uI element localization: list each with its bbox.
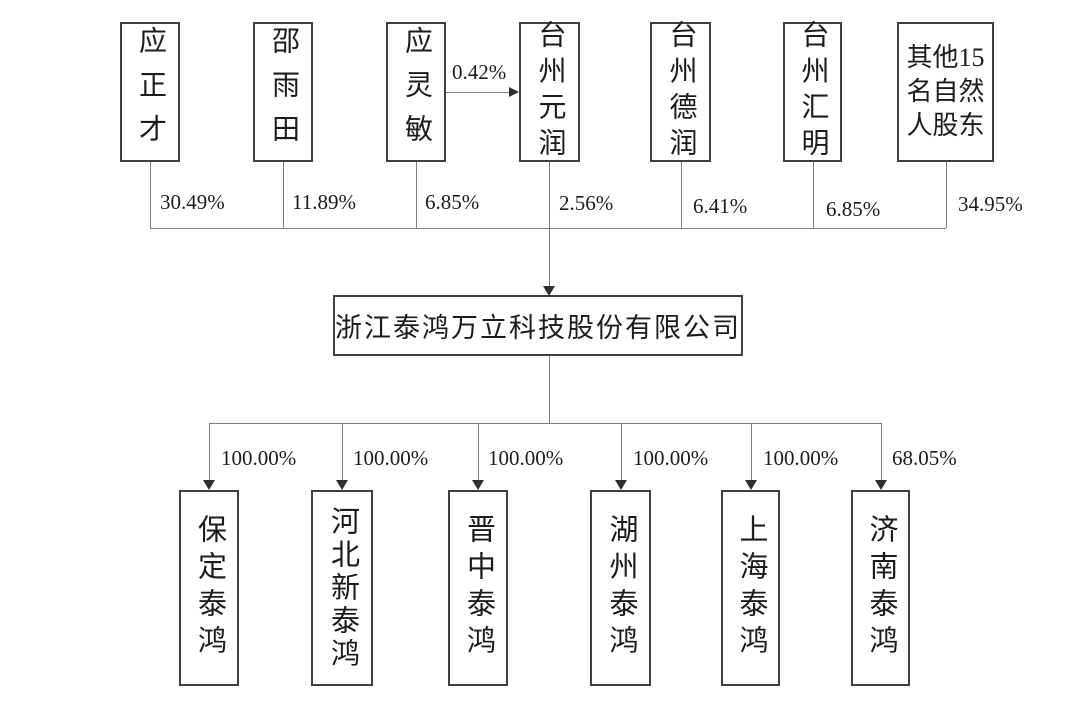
subsidiary-name: 河北新泰鸿 [326, 505, 359, 671]
subsidiary-pct-5: 100.00% [763, 446, 839, 470]
arrowhead-down-icon [615, 480, 627, 490]
subsidiary-drop-4 [621, 423, 622, 480]
ownership-pct-7: 34.95% [958, 192, 1023, 216]
shareholder-box-taizhouderun: 台州德润 [650, 20, 711, 164]
arrowhead-down-icon [875, 480, 887, 490]
shareholder-bus-line [150, 228, 946, 229]
subsidiary-box-baoding-taihong: 保定泰鸿 [179, 490, 239, 686]
subsidiary-box-jinzhong-taihong: 晋中泰鸿 [448, 490, 508, 686]
arrowhead-down-icon [472, 480, 484, 490]
shareholder-box-taizhouhuiming: 台州汇明 [783, 20, 842, 164]
connector-stub-6 [813, 162, 814, 228]
shareholder-name: 台州元润 [534, 20, 566, 164]
subsidiary-box-jinan-taihong: 济南泰鸿 [851, 490, 910, 686]
shareholder-box-yinglingmin: 应灵敏 [386, 22, 446, 162]
subsidiary-pct-1: 100.00% [221, 446, 297, 470]
transfer-arrow-line [446, 92, 510, 93]
shareholder-box-yingzhengcai: 应正才 [120, 22, 180, 162]
shareholder-name: 应灵敏 [401, 26, 432, 158]
ownership-pct-2: 11.89% [292, 190, 356, 214]
connector-stub-7 [946, 162, 947, 228]
subsidiary-box-shanghai-taihong: 上海泰鸿 [721, 490, 780, 686]
arrowhead-down-icon [543, 286, 555, 296]
subsidiary-name: 济南泰鸿 [865, 514, 897, 662]
subsidiary-pct-3: 100.00% [488, 446, 564, 470]
arrowhead-down-icon [203, 480, 215, 490]
subsidiary-pct-4: 100.00% [633, 446, 709, 470]
subsidiary-name: 湖州泰鸿 [605, 514, 637, 662]
subsidiary-drop-5 [751, 423, 752, 480]
shareholder-box-other-15-persons: 其他15名自然人股东 [897, 22, 994, 162]
arrowhead-down-icon [745, 480, 757, 490]
shareholder-name: 台州汇明 [797, 20, 829, 164]
shareholder-name: 其他15名自然人股东 [906, 42, 985, 141]
subsidiary-name: 上海泰鸿 [735, 514, 767, 662]
subsidiary-bus-line [209, 423, 881, 424]
subsidiary-drop-6 [881, 423, 882, 480]
connector-stub-1 [150, 162, 151, 228]
shareholder-name: 邵雨田 [268, 26, 299, 158]
connector-stub-2 [283, 162, 284, 228]
subsidiary-drop-2 [342, 423, 343, 480]
arrowhead-down-icon [336, 480, 348, 490]
connector-stub-3 [416, 162, 417, 228]
subsidiary-pct-2: 100.00% [353, 446, 429, 470]
subsidiary-drop-3 [478, 423, 479, 480]
subsidiary-box-hebei-xintaihong: 河北新泰鸿 [311, 490, 373, 686]
ownership-pct-5: 6.41% [693, 194, 748, 218]
company-box: 浙江泰鸿万立科技股份有限公司 [333, 295, 743, 356]
shareholder-name: 台州德润 [665, 20, 697, 164]
subsidiary-name: 晋中泰鸿 [462, 514, 495, 662]
subsidiary-name: 保定泰鸿 [193, 514, 226, 662]
connector-stub-5 [681, 162, 682, 228]
shareholder-box-taizhouyuanrun: 台州元润 [519, 20, 580, 164]
ownership-pct-4: 2.56% [559, 191, 614, 215]
arrowhead-right-icon [509, 87, 519, 97]
subsidiary-pct-6: 68.05% [892, 446, 957, 470]
subsidiary-drop-1 [209, 423, 210, 480]
shareholder-box-shaoyutian: 邵雨田 [253, 22, 313, 162]
transfer-pct-label: 0.42% [452, 60, 507, 84]
shareholder-name: 应正才 [135, 26, 166, 158]
subsidiary-box-huzhou-taihong: 湖州泰鸿 [590, 490, 651, 686]
company-name: 浙江泰鸿万立科技股份有限公司 [335, 313, 741, 343]
company-drop-line [549, 356, 550, 424]
connector-stub-4-and-company-drop [549, 162, 550, 288]
ownership-pct-6: 6.85% [826, 197, 881, 221]
ownership-pct-3: 6.85% [425, 190, 480, 214]
ownership-pct-1: 30.49% [160, 190, 225, 214]
